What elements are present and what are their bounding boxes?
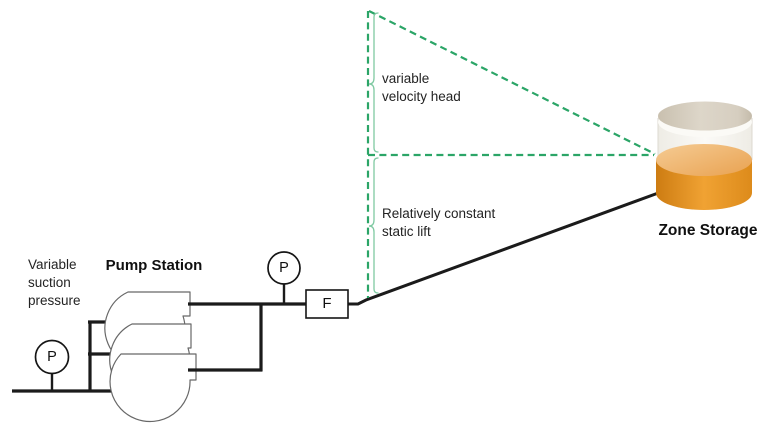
tank-liquid-surface [656, 144, 752, 176]
suction-pressure-gauge-letter: P [47, 349, 57, 365]
static-lift-brace [368, 157, 379, 294]
transmission-pipe-to-tank [348, 190, 662, 306]
pump-icon [109, 353, 197, 423]
suction-pressure-gauge-circle [34, 339, 70, 375]
velocity-head-dashed-line [368, 10, 656, 155]
zone-storage-tank [656, 101, 753, 210]
discharge-pressure-gauge-circle [267, 251, 301, 285]
pump-station-pumps [104, 291, 197, 423]
suction-pressure-label: Variable suction pressure [28, 257, 81, 309]
flow-meter-letter: F [322, 295, 332, 312]
zone-storage-label: Zone Storage [658, 222, 758, 239]
instruments [34, 251, 349, 375]
head-annotation-lines [366, 10, 656, 298]
pump-station-title: Pump Station [105, 257, 203, 274]
discharge-piping [188, 190, 662, 372]
velocity-head-brace [368, 12, 379, 153]
velocity-head-label: variable velocity head [382, 71, 461, 105]
flow-meter-box [305, 289, 349, 319]
static-lift-label: Relatively constant static lift [382, 206, 496, 240]
suction-piping [12, 320, 118, 393]
annotation-braces [368, 12, 379, 294]
discharge-pressure-gauge-letter: P [279, 260, 289, 276]
tank-lid [658, 101, 752, 131]
